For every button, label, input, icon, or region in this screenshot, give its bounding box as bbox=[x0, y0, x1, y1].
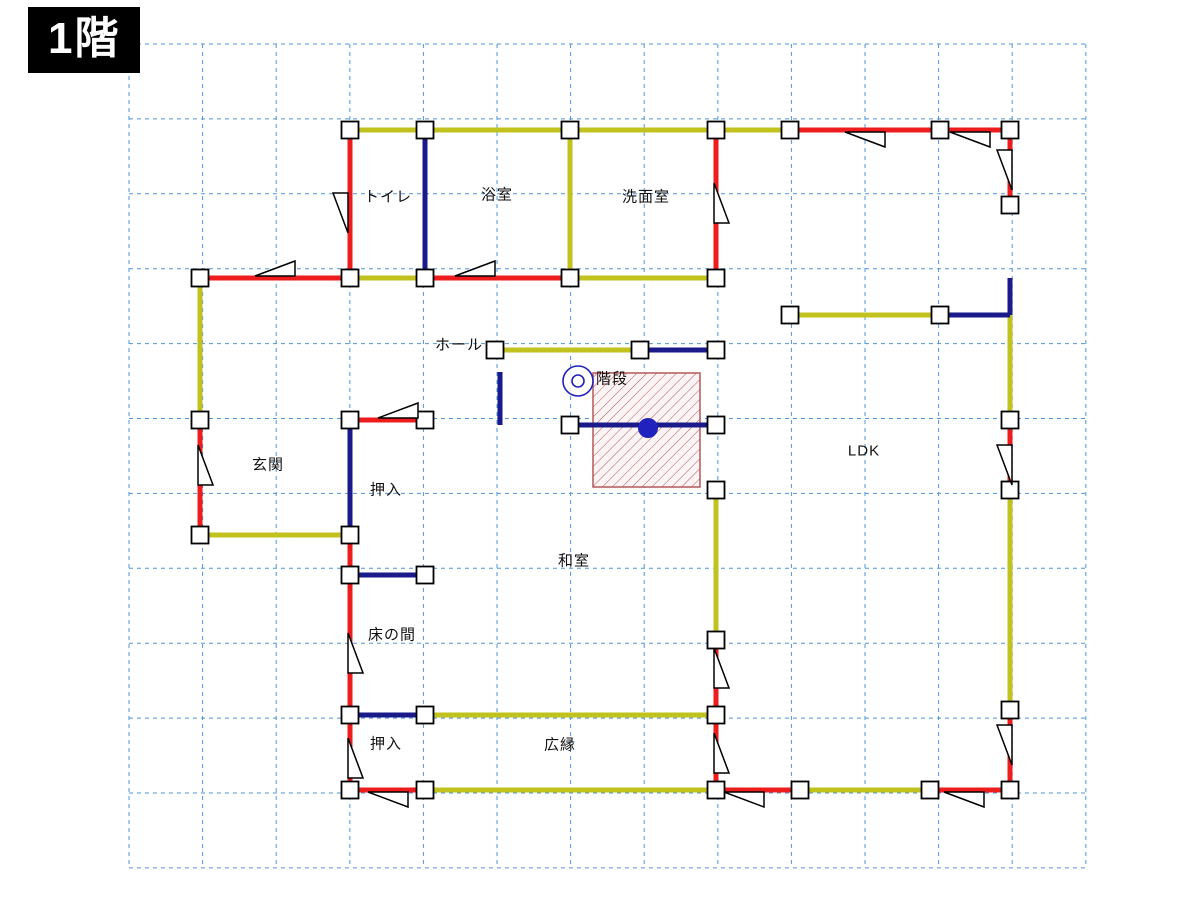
post bbox=[340, 268, 360, 288]
post bbox=[706, 480, 726, 500]
floor-title-badge: 1階 bbox=[28, 7, 141, 74]
post bbox=[560, 120, 580, 140]
post bbox=[920, 780, 940, 800]
post bbox=[485, 340, 505, 360]
post bbox=[930, 305, 950, 325]
brace-triangle-icon bbox=[995, 724, 1013, 766]
stair-landing-dot bbox=[638, 418, 658, 438]
post bbox=[706, 120, 726, 140]
post bbox=[415, 565, 435, 585]
post bbox=[706, 630, 726, 650]
brace-triangle-icon bbox=[844, 131, 886, 149]
post bbox=[1000, 195, 1020, 215]
stair-direction-marker-inner-icon bbox=[571, 374, 585, 388]
post bbox=[560, 415, 580, 435]
brace-triangle-icon bbox=[713, 732, 731, 774]
floor-title: 1階 bbox=[48, 14, 121, 63]
brace-triangle-icon bbox=[367, 791, 409, 809]
brace-triangle-icon bbox=[454, 259, 496, 277]
post bbox=[1000, 780, 1020, 800]
brace-triangle-icon bbox=[723, 791, 765, 809]
brace-triangle-icon bbox=[331, 192, 349, 234]
post bbox=[415, 120, 435, 140]
stair-direction-marker-outer-icon bbox=[562, 365, 594, 397]
post bbox=[1000, 700, 1020, 720]
post bbox=[415, 410, 435, 430]
post bbox=[706, 705, 726, 725]
post bbox=[340, 120, 360, 140]
post bbox=[340, 525, 360, 545]
post bbox=[790, 780, 810, 800]
post bbox=[1000, 410, 1020, 430]
brace-triangle-icon bbox=[254, 259, 296, 277]
post bbox=[415, 705, 435, 725]
brace-triangle-icon bbox=[949, 131, 991, 149]
brace-triangle-icon bbox=[347, 737, 365, 779]
post bbox=[190, 525, 210, 545]
post bbox=[706, 780, 726, 800]
post bbox=[340, 565, 360, 585]
brace-triangle-icon bbox=[995, 149, 1013, 191]
post bbox=[706, 268, 726, 288]
brace-triangle-icon bbox=[197, 444, 215, 486]
post bbox=[706, 340, 726, 360]
post bbox=[706, 415, 726, 435]
post bbox=[630, 340, 650, 360]
post bbox=[1000, 120, 1020, 140]
brace-triangle-icon bbox=[347, 632, 365, 674]
post bbox=[780, 305, 800, 325]
post bbox=[415, 780, 435, 800]
post bbox=[1000, 480, 1020, 500]
brace-triangle-icon bbox=[377, 401, 419, 419]
brace-triangle-icon bbox=[713, 647, 731, 689]
brace-triangle-icon bbox=[713, 182, 731, 224]
post bbox=[560, 268, 580, 288]
post bbox=[415, 268, 435, 288]
post bbox=[340, 410, 360, 430]
brace-triangle-icon bbox=[995, 444, 1013, 486]
post bbox=[190, 410, 210, 430]
post bbox=[190, 268, 210, 288]
post bbox=[780, 120, 800, 140]
brace-triangle-icon bbox=[943, 791, 985, 809]
post bbox=[340, 705, 360, 725]
post bbox=[930, 120, 950, 140]
post bbox=[340, 780, 360, 800]
